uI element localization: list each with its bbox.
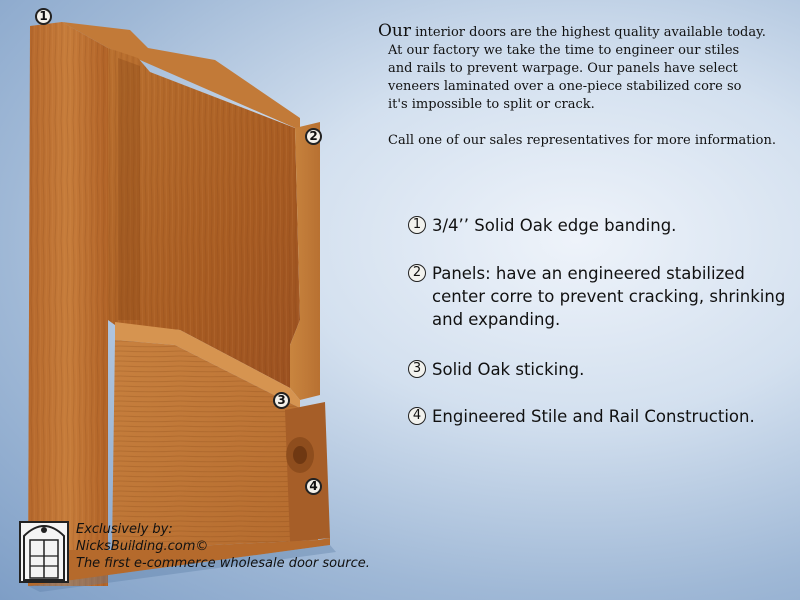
feature-text-2: Panels: have an engineered stabilized ce… [432, 264, 786, 329]
feature-text-1: 3/4’’ Solid Oak edge banding. [432, 216, 677, 235]
feature-number-2: 2 [408, 264, 426, 282]
callout-badge-1: 1 [35, 8, 52, 25]
callout-badge-2: 2 [305, 128, 322, 145]
footer-tagline: Exclusively by: NicksBuilding.com© The f… [76, 521, 476, 572]
intro-big-word: Our [378, 21, 412, 41]
intro-line-3: and rails to prevent warpage. Our panels… [388, 61, 738, 76]
feature-number-4: 4 [408, 407, 426, 425]
feature-number-3: 3 [408, 360, 426, 378]
feature-text-3: Solid Oak sticking. [432, 360, 585, 379]
footer-line-3: The first e-commerce wholesale door sour… [76, 556, 370, 571]
footer-line-1: Exclusively by: [76, 522, 173, 537]
intro-line-5: it's impossible to split or crack. [388, 97, 595, 112]
intro-line-4: veneers laminated over a one-piece stabi… [388, 79, 742, 94]
right-edge [290, 122, 320, 400]
callout-badge-4: 4 [305, 478, 322, 495]
door-logo-icon [19, 521, 69, 583]
intro-line-2: At our factory we take the time to engin… [388, 43, 740, 58]
end-grain-block [285, 402, 330, 542]
feature-text-4: Engineered Stile and Rail Construction. [432, 407, 755, 426]
feature-number-1: 1 [408, 216, 426, 234]
top-rail [62, 22, 300, 130]
sticking [115, 322, 300, 408]
intro-line-1: interior doors are the highest quality a… [411, 25, 766, 40]
call-sales-text: Call one of our sales representatives fo… [388, 133, 776, 148]
intro-paragraph: Our interior doors are the highest quali… [378, 22, 798, 150]
callout-badge-3: 3 [273, 392, 290, 409]
footer-line-2: NicksBuilding.com© [76, 539, 209, 554]
